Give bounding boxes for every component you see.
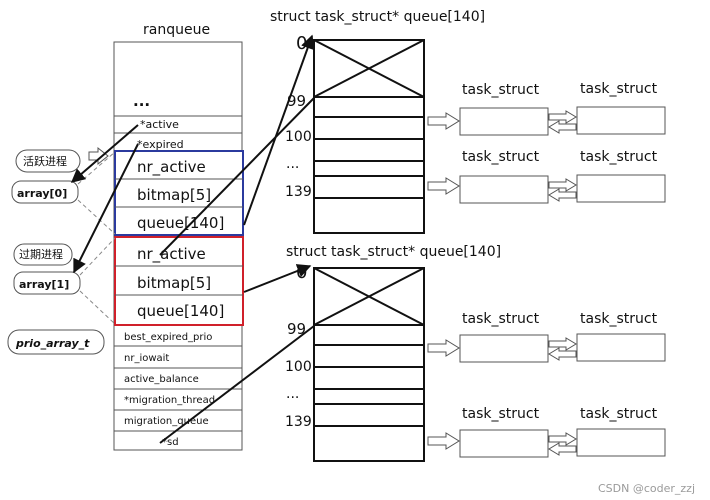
- runqueue-best-expired-prio: best_expired_prio: [124, 332, 212, 343]
- expired-to-array1-arrow: [73, 143, 139, 274]
- array1-label: array[1]: [19, 278, 69, 291]
- active-to-array0-arrow: [70, 124, 139, 183]
- queue-top-row100-hollow-arrow: [427, 112, 460, 130]
- queue-top-title: struct task_struct* queue[140]: [270, 9, 485, 25]
- active-array-queue: queue[140]: [137, 214, 224, 232]
- queue-top-row139-task1: [459, 175, 549, 204]
- queue-bottom-index-dots: ...: [286, 386, 299, 402]
- expired-queue-to-bottom-grid-arrow: [243, 264, 312, 293]
- queue-bottom-row100-link-back: [548, 347, 577, 361]
- expired-prio-array: nr_active bitmap[5] queue[140]: [114, 236, 244, 326]
- runqueue-ellipsis: ...: [133, 92, 150, 110]
- top-grid-99-to-active-line: [159, 97, 315, 256]
- bottom-grid-99-to-expired-line: [159, 325, 315, 444]
- runqueue-active-field: *active: [140, 118, 179, 131]
- active-array-nr-active: nr_active: [137, 158, 206, 177]
- array0-label: array[0]: [17, 187, 67, 200]
- array0-label-box: [11, 180, 79, 204]
- queue-bottom-grid-outline: [313, 267, 425, 462]
- queue-top-row139-link-forward: [548, 178, 577, 192]
- runqueue-migration-thread: *migration_thread: [124, 395, 215, 406]
- queue-top-row100-task1-label: task_struct: [462, 82, 540, 98]
- queue-grid-bottom: struct task_struct* queue[140] 0 99 100 …: [285, 244, 666, 462]
- runqueue-migration-queue: migration_queue: [124, 416, 209, 427]
- active-process-hollow-arrow: [88, 146, 109, 166]
- queue-top-row100-link-forward: [548, 110, 577, 124]
- queue-top-row139-hollow-arrow: [427, 177, 460, 195]
- queue-bottom-row100-task2: [576, 333, 666, 362]
- queue-bottom-index-99: 99: [287, 320, 306, 338]
- queue-bottom-row139-task1: [459, 429, 549, 458]
- queue-bottom-row139-task1-label: task_struct: [462, 406, 540, 422]
- expired-process-label: 过期进程: [19, 248, 63, 261]
- queue-bottom-index-100: 100: [285, 359, 312, 375]
- queue-top-row100-task2-label: task_struct: [580, 81, 658, 97]
- prio-array-t-label: prio_array_t: [15, 337, 90, 350]
- active-process-label: 活跃进程: [23, 154, 67, 168]
- active-prio-array: nr_active bitmap[5] queue[140]: [114, 150, 244, 236]
- active-array-bitmap: bitmap[5]: [137, 186, 211, 204]
- queue-bottom-row139-link-forward: [548, 432, 577, 446]
- runqueue-nr-iowait: nr_iowait: [124, 353, 169, 364]
- queue-top-grid-outline: [313, 39, 425, 234]
- queue-top-row100-task2: [576, 106, 666, 135]
- queue-top-row100-link-back: [548, 120, 577, 134]
- queue-top-row139-task2-label: task_struct: [580, 149, 658, 165]
- queue-top-row139-link-back: [548, 188, 577, 202]
- pointer-arrows: [70, 34, 315, 444]
- queue-bottom-row139-hollow-arrow: [427, 432, 460, 450]
- queue-bottom-row139-task2: [576, 428, 666, 457]
- queue-bottom-row100-task1-label: task_struct: [462, 311, 540, 327]
- runqueue-sd: *sd: [162, 437, 179, 448]
- expired-array-nr-active: nr_active: [137, 245, 206, 264]
- queue-bottom-index-139: 139: [285, 414, 312, 430]
- active-process-label-box: [15, 149, 81, 173]
- queue-top-index-0: 0: [296, 33, 307, 54]
- array0-dash-bottom: [77, 199, 116, 235]
- array1-dash-bottom: [79, 290, 116, 325]
- queue-top-index-100: 100: [285, 129, 312, 145]
- queue-bottom-row100-hollow-arrow: [427, 339, 460, 357]
- queue-top-index-99: 99: [287, 92, 306, 110]
- expired-array-queue: queue[140]: [137, 302, 224, 320]
- queue-top-row139-task2: [576, 174, 666, 203]
- queue-grid-top: struct task_struct* queue[140] 0 99 100 …: [270, 9, 666, 234]
- queue-bottom-index-0: 0: [296, 262, 307, 283]
- runqueue-expired-field: *expired: [137, 138, 184, 151]
- queue-top-index-139: 139: [285, 184, 312, 200]
- array1-label-box: [13, 271, 81, 295]
- active-queue-to-top-grid-arrow: [243, 34, 315, 226]
- expired-array-border: [114, 236, 244, 326]
- queue-top-row100-task1: [459, 107, 549, 136]
- queue-bottom-row139-link-back: [548, 442, 577, 456]
- prio-array-t-label-box: [7, 329, 105, 355]
- queue-bottom-row139-task2-label: task_struct: [580, 406, 658, 422]
- runqueue-active-balance: active_balance: [124, 374, 199, 385]
- queue-bottom-row100-task2-label: task_struct: [580, 311, 658, 327]
- csdn-watermark: CSDN @coder_zzj: [598, 482, 695, 495]
- queue-bottom-row100-task1: [459, 334, 549, 363]
- queue-top-row139-task1-label: task_struct: [462, 149, 540, 165]
- expired-process-label-box: [13, 243, 73, 266]
- runqueue-title: ranqueue: [143, 22, 210, 38]
- queue-top-index-dots: ...: [286, 156, 299, 172]
- expired-array-bitmap: bitmap[5]: [137, 274, 211, 292]
- runqueue-struct: ranqueue ... *active *expired nr_active …: [113, 22, 244, 451]
- queue-bottom-row100-link-forward: [548, 337, 577, 351]
- left-labels: 活跃进程 array[0] 过期进程 array[1] prio_array_t: [7, 146, 116, 355]
- array1-dash-top: [79, 237, 116, 276]
- queue-bottom-title: struct task_struct* queue[140]: [286, 244, 501, 260]
